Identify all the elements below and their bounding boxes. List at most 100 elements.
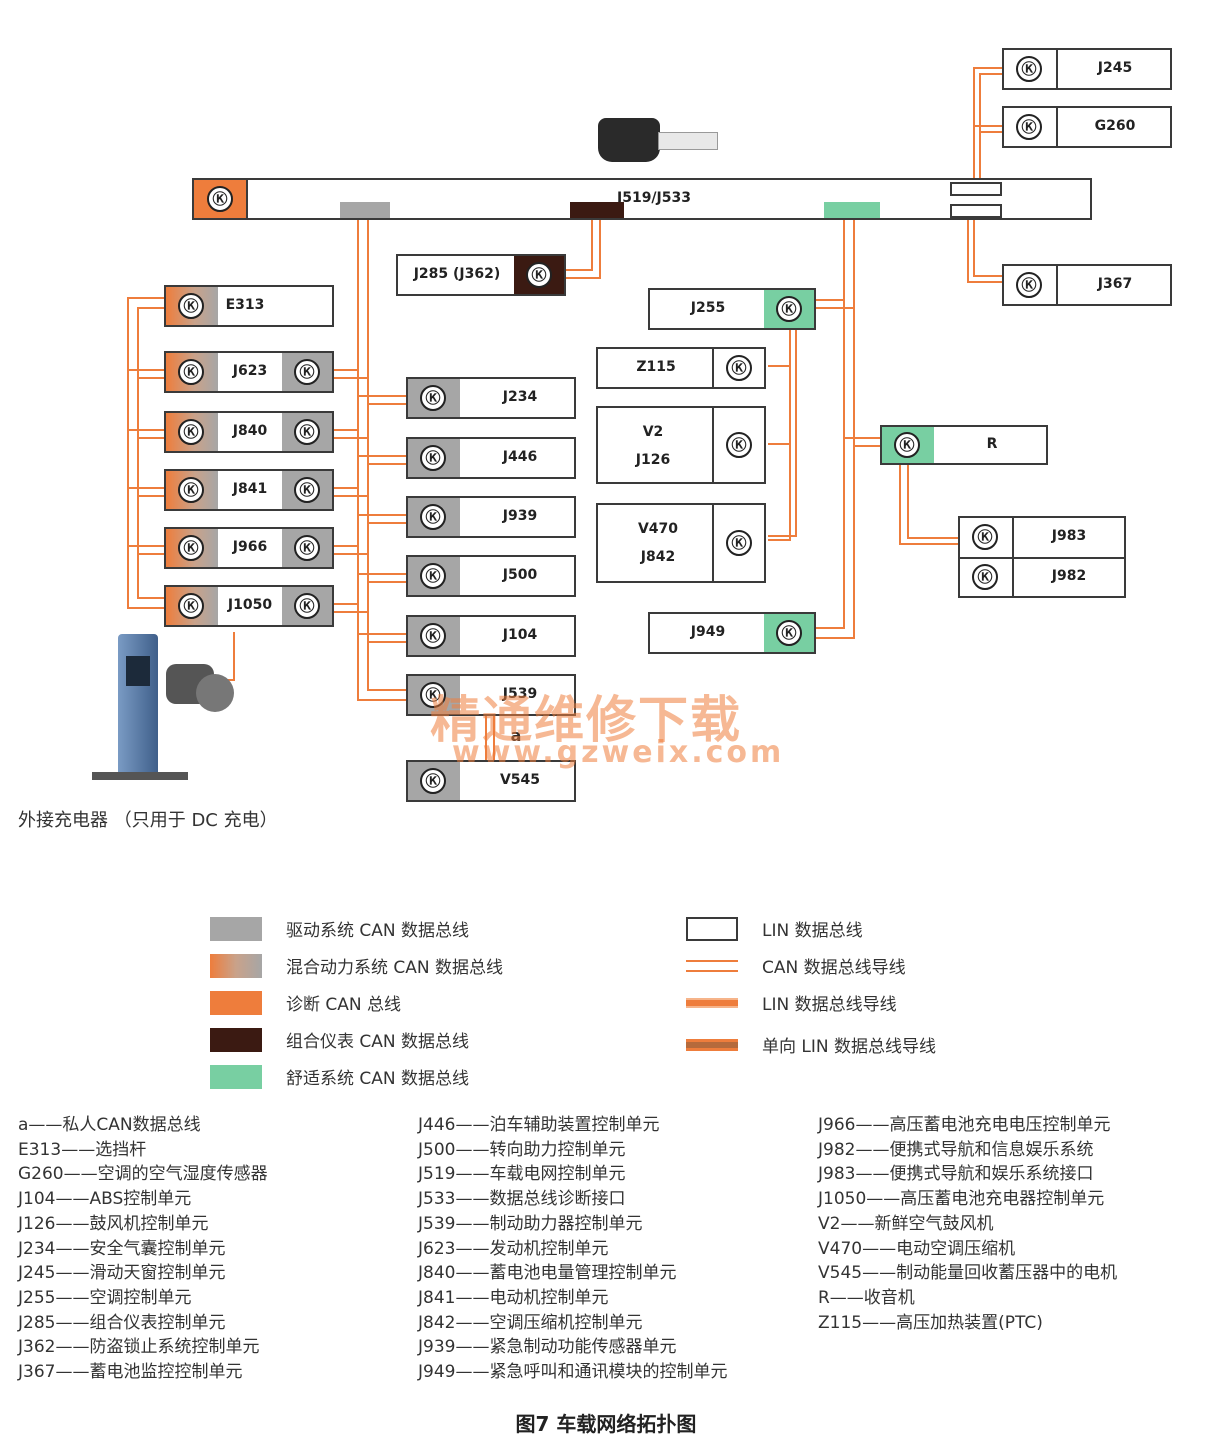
module-r[interactable]: Ⓚ R bbox=[880, 425, 1048, 465]
node-label: J367 bbox=[1097, 276, 1133, 292]
module-j949[interactable]: Ⓚ J949 bbox=[648, 612, 816, 654]
key-entry: V2——新鲜空气鼓风机 bbox=[818, 1213, 994, 1234]
module-j983-j982[interactable]: Ⓚ Ⓚ J983 J982 bbox=[958, 516, 1126, 598]
legend-label: 组合仪表 CAN 数据总线 bbox=[286, 1032, 470, 1052]
node-label: G260 bbox=[1094, 118, 1136, 134]
key-entry: R——收音机 bbox=[818, 1287, 915, 1308]
module-j939[interactable]: Ⓚ J939 bbox=[406, 496, 576, 538]
key-entry: J949——紧急呼叫和通讯模块的控制单元 bbox=[418, 1362, 728, 1383]
key-entry: J245——滑动天窗控制单元 bbox=[18, 1263, 226, 1284]
control-unit-icon: Ⓚ bbox=[972, 524, 998, 550]
module-j285-j362[interactable]: Ⓚ J285 (J362) bbox=[396, 254, 566, 296]
legend-label: 混合动力系统 CAN 数据总线 bbox=[286, 958, 504, 978]
motor-icon: Ⓚ bbox=[420, 768, 446, 794]
key-entry: J533——数据总线诊断接口 bbox=[418, 1189, 626, 1210]
module-j1050[interactable]: Ⓚ Ⓚ J1050 bbox=[164, 585, 334, 627]
node-label: J982 bbox=[1051, 568, 1087, 584]
node-label: V470 bbox=[637, 521, 679, 537]
cluster-can-segment bbox=[570, 202, 624, 218]
drive-can-segment bbox=[340, 202, 390, 218]
node-label: J104 bbox=[502, 627, 538, 643]
module-j104[interactable]: Ⓚ J104 bbox=[406, 615, 576, 657]
control-unit-icon: Ⓚ bbox=[776, 296, 802, 322]
node-label: J939 bbox=[502, 508, 538, 524]
node-label: J966 bbox=[232, 539, 268, 555]
module-j539[interactable]: Ⓚ J539 bbox=[406, 674, 576, 716]
key-entry: J362——防盗锁止系统控制单元 bbox=[18, 1337, 260, 1358]
node-label: J245 bbox=[1097, 60, 1133, 76]
lin-port-lower bbox=[950, 204, 1002, 218]
key-entry: J446——泊车辅助装置控制单元 bbox=[418, 1115, 660, 1135]
legend-label: 诊断 CAN 总线 bbox=[286, 995, 402, 1015]
module-v470-j842[interactable]: Ⓚ V470 J842 bbox=[596, 503, 766, 583]
control-unit-icon: Ⓚ bbox=[1016, 272, 1042, 298]
node-label: E313 bbox=[225, 297, 265, 313]
key-entry: J255——空调控制单元 bbox=[18, 1287, 192, 1308]
key-column-2: J446——泊车辅助装置控制单元 J500——转向助力控制单元 J519——车载… bbox=[418, 1113, 727, 1385]
key-entry: J841——电动机控制单元 bbox=[418, 1287, 609, 1308]
control-unit-icon: Ⓚ bbox=[776, 620, 802, 646]
control-unit-icon: Ⓚ bbox=[294, 419, 320, 445]
legend-label: LIN 数据总线 bbox=[762, 921, 863, 941]
key-entry: J539——制动助力器控制单元 bbox=[418, 1213, 643, 1234]
node-label: J949 bbox=[690, 624, 726, 640]
module-j367[interactable]: Ⓚ J367 bbox=[1002, 264, 1172, 306]
lin-port-upper bbox=[950, 182, 1002, 196]
legend-item: LIN 数据总线 bbox=[686, 916, 863, 941]
watermark-text: 精通维修下载 bbox=[430, 691, 742, 749]
compressor-icon: Ⓚ bbox=[726, 530, 752, 556]
key-column-3: J966——高压蓄电池充电电压控制单元 J982——便携式导航和信息娱乐系统 J… bbox=[818, 1113, 1117, 1335]
module-e313[interactable]: Ⓚ E313 bbox=[164, 285, 334, 327]
blower-icon: Ⓚ bbox=[726, 432, 752, 458]
legend-label: 驱动系统 CAN 数据总线 bbox=[286, 921, 470, 941]
control-unit-icon: Ⓚ bbox=[294, 477, 320, 503]
key-entry: J966——高压蓄电池充电电压控制单元 bbox=[818, 1115, 1111, 1135]
control-unit-icon: Ⓚ bbox=[420, 504, 446, 530]
module-j966[interactable]: Ⓚ Ⓚ J966 bbox=[164, 527, 334, 569]
key-entry: J519——车载电网控制单元 bbox=[418, 1164, 626, 1185]
gateway-j519-j533[interactable]: Ⓚ J519/J533 bbox=[192, 178, 1092, 220]
control-unit-icon: Ⓚ bbox=[178, 477, 204, 503]
module-j234[interactable]: Ⓚ J234 bbox=[406, 377, 576, 419]
legend-label: 舒适系统 CAN 数据总线 bbox=[286, 1069, 470, 1089]
key-entry: J983——便携式导航和娱乐系统接口 bbox=[818, 1164, 1094, 1185]
node-label: J519/J533 bbox=[617, 190, 691, 206]
key-entry: J842——空调压缩机控制单元 bbox=[418, 1312, 643, 1333]
private-can-label: a bbox=[510, 726, 522, 745]
module-j245[interactable]: Ⓚ J245 bbox=[1002, 48, 1172, 90]
key-entry: J939——紧急制动功能传感器单元 bbox=[418, 1337, 677, 1358]
network-topology-diagram: Ⓚ J519/J533 Ⓚ J245 Ⓚ G260 Ⓚ J367 Ⓚ J285 … bbox=[18, 48, 1172, 831]
legend-item: 组合仪表 CAN 数据总线 bbox=[210, 1027, 469, 1052]
legend-label: CAN 数据总线导线 bbox=[762, 958, 906, 978]
module-j500[interactable]: Ⓚ J500 bbox=[406, 555, 576, 597]
control-unit-icon: Ⓚ bbox=[420, 623, 446, 649]
module-j255[interactable]: Ⓚ J255 bbox=[648, 288, 816, 330]
control-unit-icon: Ⓚ bbox=[294, 593, 320, 619]
module-j840[interactable]: Ⓚ Ⓚ J840 bbox=[164, 411, 334, 453]
module-v2-j126[interactable]: Ⓚ V2 J126 bbox=[596, 406, 766, 484]
module-g260[interactable]: Ⓚ G260 bbox=[1002, 106, 1172, 148]
key-entry: E313——选挡杆 bbox=[18, 1139, 147, 1160]
key-entry: J623——发动机控制单元 bbox=[418, 1238, 609, 1259]
node-label: J255 bbox=[690, 300, 726, 316]
module-v545[interactable]: Ⓚ V545 bbox=[406, 760, 576, 802]
radio-icon: Ⓚ bbox=[894, 432, 920, 458]
legend-item: 驱动系统 CAN 数据总线 bbox=[210, 916, 469, 941]
legend-item: 混合动力系统 CAN 数据总线 bbox=[210, 953, 503, 978]
module-z115[interactable]: Ⓚ Z115 bbox=[596, 347, 766, 389]
module-j841[interactable]: Ⓚ Ⓚ J841 bbox=[164, 469, 334, 511]
key-entry: G260——空调的空气湿度传感器 bbox=[18, 1164, 268, 1185]
key-entry: J1050——高压蓄电池充电器控制单元 bbox=[818, 1189, 1105, 1210]
control-unit-icon: Ⓚ bbox=[420, 385, 446, 411]
module-j623[interactable]: Ⓚ Ⓚ J623 bbox=[164, 351, 334, 393]
control-unit-icon: Ⓚ bbox=[294, 359, 320, 385]
key-entry: J104——ABS控制单元 bbox=[18, 1189, 192, 1210]
comfort-can-segment bbox=[824, 202, 880, 218]
control-unit-icon: Ⓚ bbox=[178, 419, 204, 445]
bus-wires bbox=[127, 67, 1002, 760]
charger-caption: 外接充电器 （只用于 DC 充电） bbox=[18, 810, 278, 831]
module-j446[interactable]: Ⓚ J446 bbox=[406, 437, 576, 479]
node-label: J983 bbox=[1051, 528, 1087, 544]
node-label: Z115 bbox=[636, 359, 676, 375]
node-label: J126 bbox=[635, 452, 671, 468]
